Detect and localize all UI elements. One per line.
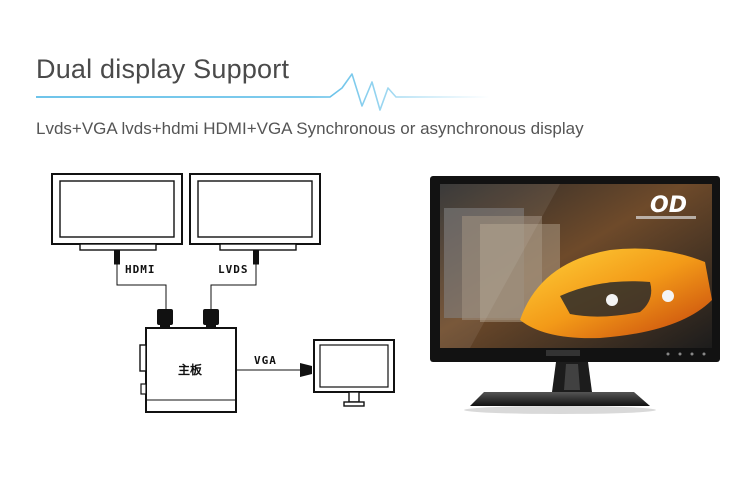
accent-wave (36, 73, 490, 111)
cable-hdmi (114, 249, 167, 312)
lvds-connector (203, 309, 219, 328)
monitor-vga (313, 339, 395, 407)
label-hdmi: HDMI (125, 263, 156, 276)
page-title: Dual display Support (36, 54, 290, 84)
cable-lvds (210, 249, 259, 312)
label-vga: VGA (254, 354, 277, 367)
page-subtitle: Lvds+VGA lvds+hdmi HDMI+VGA Synchronous … (36, 119, 584, 138)
label-lvds: LVDS (218, 263, 249, 276)
cable-vga (236, 363, 312, 377)
product-monitor-image: OD (430, 176, 720, 414)
monitor-right (189, 173, 321, 251)
screen-logo: OD (650, 193, 687, 218)
label-board: 主板 (178, 362, 203, 377)
hdmi-connector (157, 309, 173, 328)
monitor-left (51, 173, 183, 251)
